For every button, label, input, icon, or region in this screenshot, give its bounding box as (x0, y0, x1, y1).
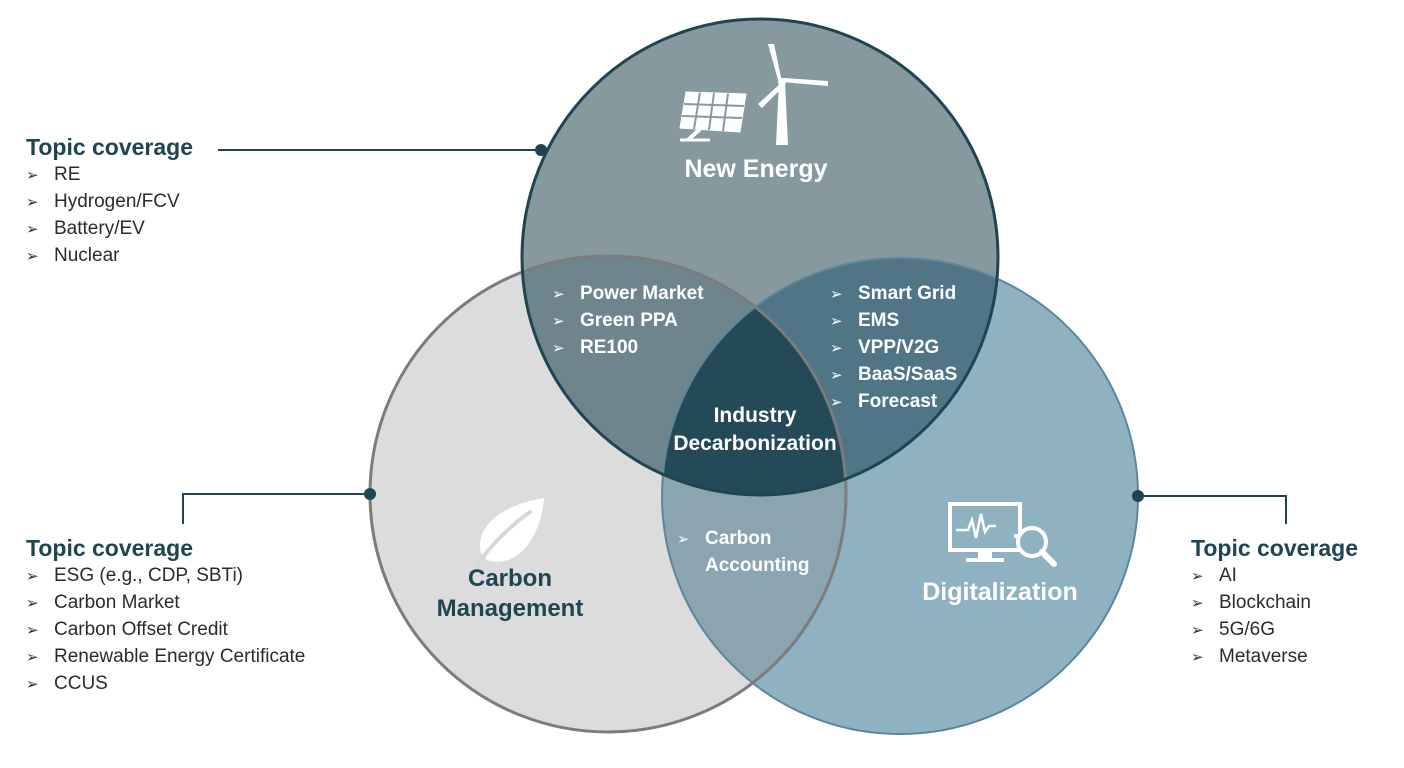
list-item: ➢Battery/EV (26, 216, 193, 243)
center-title-line2: Decarbonization (673, 432, 837, 455)
center-title-line1: Industry (713, 404, 797, 427)
arrow-bullet-icon: ➢ (552, 340, 565, 357)
list-item: ➢Renewable Energy Certificate (26, 644, 305, 671)
coverage-list: ➢RE ➢Hydrogen/FCV ➢Battery/EV ➢Nuclear (26, 162, 193, 270)
solar-panel-icon (679, 91, 747, 142)
list-item: ➢Smart Grid (830, 281, 957, 308)
monitor-analytics-icon (948, 502, 1057, 567)
energy-carbon-list: ➢Power Market ➢Green PPA ➢RE100 (552, 281, 704, 362)
arrow-bullet-icon: ➢ (830, 394, 843, 411)
arrow-bullet-icon: ➢ (830, 367, 843, 384)
arrow-bullet-icon: ➢ (1191, 649, 1204, 666)
coverage-heading: Topic coverage (1191, 535, 1359, 561)
carbon-digital-list: ➢Carbon Accounting (677, 526, 810, 579)
digital-connector (1138, 495, 1287, 524)
list-item: ➢Hydrogen/FCV (26, 189, 193, 216)
center-overlap (662, 258, 846, 495)
carbon-management-title-line2: Management (436, 595, 584, 622)
digitalization-coverage: Topic coverage ➢AI ➢Blockchain ➢5G/6G ➢M… (1191, 535, 1358, 671)
arrow-bullet-icon: ➢ (552, 313, 565, 330)
center-title: Industry Decarbonization (650, 402, 860, 458)
energy-digital-list: ➢Smart Grid ➢EMS ➢VPP/V2G ➢BaaS/SaaS ➢Fo… (830, 281, 957, 416)
arrow-bullet-icon: ➢ (830, 340, 843, 357)
arrow-bullet-icon: ➢ (552, 286, 565, 303)
list-item: ➢CCUS (26, 671, 305, 698)
carbon-management-coverage: Topic coverage ➢ESG (e.g., CDP, SBTi) ➢C… (26, 535, 305, 698)
list-item: ➢RE (26, 162, 193, 189)
carbon-management-title: Carbon Management (420, 564, 600, 624)
list-item: ➢Blockchain (1191, 590, 1358, 617)
coverage-heading: Topic coverage (26, 134, 194, 160)
arrow-bullet-icon: ➢ (26, 194, 39, 211)
list-item: ➢Power Market (552, 281, 704, 308)
arrow-bullet-icon: ➢ (677, 531, 690, 548)
list-item: ➢Nuclear (26, 243, 193, 270)
list-item: ➢EMS (830, 308, 957, 335)
arrow-bullet-icon: ➢ (26, 649, 39, 666)
coverage-list: ➢ESG (e.g., CDP, SBTi) ➢Carbon Market ➢C… (26, 563, 305, 698)
list-item: ➢AI (1191, 563, 1358, 590)
carbon-management-title-line1: Carbon (468, 565, 552, 592)
list-item: ➢BaaS/SaaS (830, 362, 957, 389)
list-item: Accounting (705, 555, 810, 576)
list-item: ➢Carbon Market (26, 590, 305, 617)
arrow-bullet-icon: ➢ (1191, 568, 1204, 585)
new-energy-outline (520, 17, 1000, 497)
arrow-bullet-icon: ➢ (26, 622, 39, 639)
arrow-bullet-icon: ➢ (1191, 595, 1204, 612)
list-item: ➢ESG (e.g., CDP, SBTi) (26, 563, 305, 590)
carbon-connector (182, 493, 370, 524)
list-item: ➢RE100 (552, 335, 704, 362)
leaf-icon (476, 498, 544, 566)
arrow-bullet-icon: ➢ (26, 221, 39, 238)
digital-connector-dot (1132, 490, 1144, 502)
arrow-bullet-icon: ➢ (830, 313, 843, 330)
coverage-heading: Topic coverage (26, 535, 194, 561)
digitalization-title: Digitalization (922, 578, 1078, 606)
arrow-bullet-icon: ➢ (830, 286, 843, 303)
list-item: ➢5G/6G (1191, 617, 1358, 644)
arrow-bullet-icon: ➢ (26, 167, 39, 184)
arrow-bullet-icon: ➢ (26, 568, 39, 585)
new-energy-title: New Energy (684, 155, 828, 183)
arrow-bullet-icon: ➢ (26, 248, 39, 265)
list-item: ➢Metaverse (1191, 644, 1358, 671)
wind-turbine-icon (758, 44, 828, 145)
new-energy-connector-dot (535, 144, 547, 156)
list-item: ➢Carbon Offset Credit (26, 617, 305, 644)
carbon-connector-dot (364, 488, 376, 500)
list-item: ➢VPP/V2G (830, 335, 957, 362)
arrow-bullet-icon: ➢ (26, 595, 39, 612)
coverage-list: ➢AI ➢Blockchain ➢5G/6G ➢Metaverse (1191, 563, 1358, 671)
arrow-bullet-icon: ➢ (26, 676, 39, 693)
arrow-bullet-icon: ➢ (1191, 622, 1204, 639)
list-item: ➢Forecast (830, 389, 957, 416)
new-energy-coverage: Topic coverage ➢RE ➢Hydrogen/FCV ➢Batter… (26, 134, 193, 270)
list-item: ➢Carbon (677, 526, 810, 553)
list-item: ➢Green PPA (552, 308, 704, 335)
